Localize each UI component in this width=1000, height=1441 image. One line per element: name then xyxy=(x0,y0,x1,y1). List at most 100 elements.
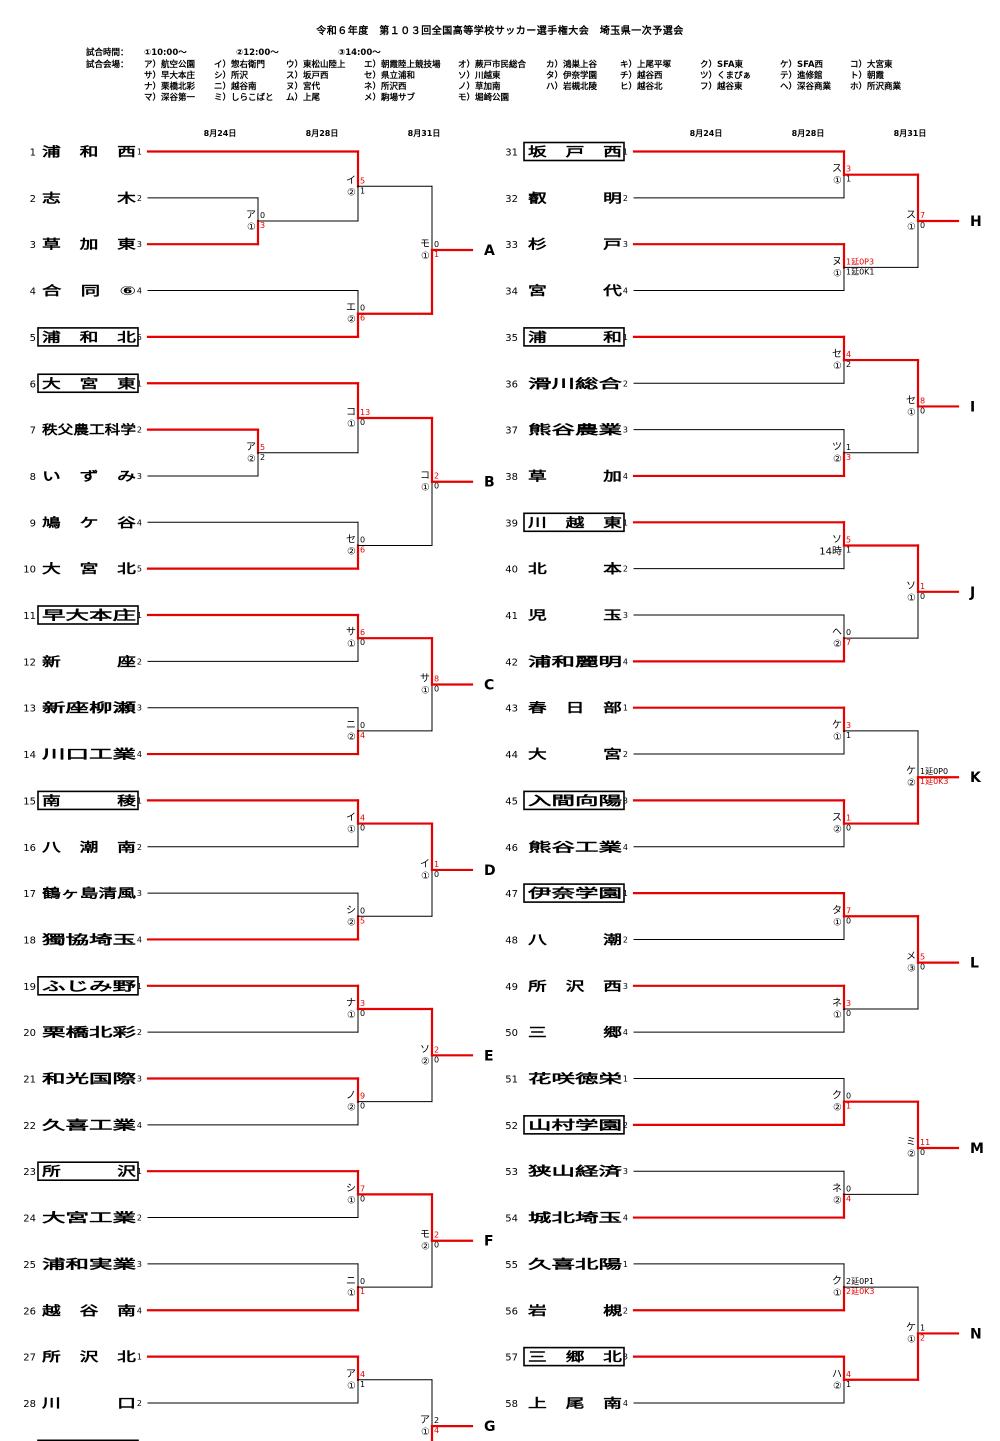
venue-entry: ク）SFA東 xyxy=(700,60,744,70)
match-slot: ① xyxy=(421,483,430,494)
bracket-position: 1 xyxy=(137,796,142,805)
match-venue: ネ xyxy=(832,1182,842,1194)
team-number: 40 xyxy=(505,565,518,576)
team-name: 浦 和 北 xyxy=(42,329,137,344)
match-score: 1 xyxy=(846,1380,851,1389)
match-venue: ニ xyxy=(346,720,356,731)
match-score: 1 xyxy=(920,582,925,591)
match-score: 5 xyxy=(260,443,265,452)
match-venue: イ xyxy=(346,813,356,824)
venue-entry: タ）伊奈学園 xyxy=(546,71,598,81)
venue-entry: マ）深谷第一 xyxy=(144,93,196,103)
match-score: 0 xyxy=(846,1092,851,1101)
team-name: 八 潮 xyxy=(526,932,622,947)
match-score: 2 xyxy=(434,1045,439,1054)
venue-entry: ヘ）深谷商業 xyxy=(780,82,832,92)
team-number: 58 xyxy=(505,1399,518,1410)
bracket-position: 4 xyxy=(137,1121,142,1130)
match-score: 2 xyxy=(434,1231,439,1240)
team-number: 52 xyxy=(505,1121,518,1132)
match-venue: ケ xyxy=(832,719,842,731)
team-number: 34 xyxy=(505,287,518,298)
round-date: 8月24日 xyxy=(690,129,723,138)
group-label: D xyxy=(484,863,496,879)
match-score: 3 xyxy=(846,721,851,730)
team-name: 川 越 東 xyxy=(526,515,622,530)
group-label: N xyxy=(970,1326,982,1342)
venue-entry: ヒ）越谷北 xyxy=(620,82,663,92)
match-score: 0 xyxy=(846,1184,851,1193)
match-score: 7 xyxy=(846,906,851,915)
team-name: 獨協埼玉 xyxy=(40,932,137,947)
match-score: 5 xyxy=(846,535,851,544)
bracket-position: 5 xyxy=(137,565,142,574)
team-number: 37 xyxy=(505,426,518,437)
team-number: 55 xyxy=(505,1260,518,1271)
bracket-position: 2 xyxy=(623,379,628,388)
seed-box xyxy=(37,1439,139,1441)
bracket-position: 1 xyxy=(623,148,628,157)
match-score: 4 xyxy=(434,1426,439,1435)
bracket-position: 1 xyxy=(137,148,142,157)
match-score: 0 xyxy=(920,406,925,415)
match-venue: イ xyxy=(420,859,430,870)
group-label: K xyxy=(970,770,982,786)
match-score: 2延0K3 xyxy=(846,1286,875,1296)
match-score: 1 xyxy=(846,814,851,823)
team-name: 入間向陽 xyxy=(528,793,623,808)
venue-entry: オ）蕨戸市民総合 xyxy=(458,60,527,70)
team-number: 45 xyxy=(505,796,518,807)
match-venue: ク xyxy=(832,1275,842,1287)
match-slot: ① xyxy=(347,825,356,836)
venue-entry: キ）上尾平塚 xyxy=(620,60,672,70)
match-venue: ア xyxy=(346,1369,356,1380)
match-score: 0 xyxy=(360,638,365,647)
bracket-position: 1 xyxy=(137,1167,142,1176)
bracket-position: 1 xyxy=(137,379,142,388)
team-number: 39 xyxy=(505,518,518,529)
match-score: 7 xyxy=(360,1184,365,1193)
group-label: B xyxy=(484,475,495,491)
team-number: 27 xyxy=(23,1353,36,1364)
bracket-position: 3 xyxy=(623,426,628,435)
seed-box xyxy=(37,790,139,811)
team-name: 浦 和 西 xyxy=(42,144,136,159)
match-score: 0 xyxy=(920,1148,925,1157)
bracket-position: 3 xyxy=(137,240,142,249)
bracket-position: 4 xyxy=(137,518,142,527)
team-number: 26 xyxy=(23,1306,36,1317)
team-number: 33 xyxy=(505,240,518,251)
seed-box xyxy=(37,605,139,625)
bracket-position: 3 xyxy=(137,889,142,898)
venue-entry: ス）坂戸西 xyxy=(286,71,329,81)
group-label: M xyxy=(970,1141,984,1157)
venue-entry: ニ）越谷南 xyxy=(214,82,257,92)
match-score: 5 xyxy=(920,953,925,962)
team-name: 春 日 部 xyxy=(526,700,622,715)
match-score: 6 xyxy=(360,314,365,323)
match-slot: ① xyxy=(833,1288,842,1299)
match-score: 5 xyxy=(360,916,365,925)
match-score: 2延0P1 xyxy=(846,1276,874,1286)
match-slot: ③ xyxy=(907,964,916,975)
venue-entry: フ）越谷東 xyxy=(700,82,743,92)
team-number: 1 xyxy=(30,148,36,159)
match-score: 1延0P0 xyxy=(920,766,948,776)
team-name: 新座柳瀬 xyxy=(42,700,137,715)
match-venue: ケ xyxy=(906,1321,916,1333)
bracket-position: 3 xyxy=(137,472,142,481)
match-slot: ② xyxy=(833,1381,842,1392)
match-score: 0 xyxy=(846,824,851,833)
bracket-position: 1 xyxy=(623,1075,628,1084)
match-score: 0 xyxy=(920,963,925,972)
team-number: 5 xyxy=(30,333,36,344)
bracket-position: 4 xyxy=(623,287,628,296)
venue-entry: ケ）SFA西 xyxy=(780,60,824,70)
team-name: 川 口 xyxy=(40,1395,136,1410)
match-score: 4 xyxy=(360,731,365,740)
venues-label: 試合会場： xyxy=(86,60,129,70)
round-date: 8月28日 xyxy=(306,129,339,138)
match-score: 4 xyxy=(360,814,365,823)
match-slot: ② xyxy=(347,917,356,928)
match-venue: シ xyxy=(346,905,356,916)
